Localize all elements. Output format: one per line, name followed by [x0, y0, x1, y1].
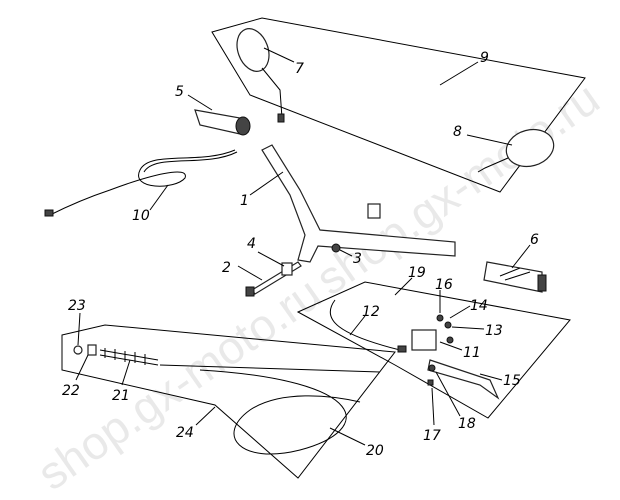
callout-20: 20: [366, 443, 384, 459]
callout-15: 15: [503, 373, 521, 389]
brake-cable-short: [329, 299, 407, 353]
callout-19: 19: [408, 265, 426, 281]
callout-9: 9: [480, 50, 489, 66]
callout-12: 12: [362, 304, 380, 320]
lever-assembly: [411, 314, 500, 400]
callout-16: 16: [435, 277, 453, 293]
callout-8: 8: [453, 124, 462, 140]
throttle-cable: [44, 149, 238, 217]
mirror-left: [236, 28, 285, 123]
cable-group-outline: [61, 324, 396, 479]
callout-24: 24: [176, 425, 194, 441]
callout-3: 3: [353, 251, 362, 267]
callout-6: 6: [530, 232, 539, 248]
callout-4: 4: [247, 236, 256, 252]
callout-18: 18: [458, 416, 476, 432]
callout-14: 14: [470, 298, 488, 314]
mirror-right: [477, 128, 555, 173]
lever-group-outline: [296, 281, 571, 419]
callouts: 1 2 3 4 5 6 7 8 9 10 11 12 13 14 15 16 1…: [62, 50, 539, 459]
callout-21: 21: [112, 388, 130, 404]
right-grip: [483, 261, 547, 293]
callout-17: 17: [423, 428, 441, 444]
callout-1: 1: [240, 193, 249, 209]
callout-22: 22: [62, 383, 80, 399]
handlebar: [261, 144, 456, 263]
main-cable: [73, 344, 381, 455]
throttle-grip: [194, 109, 251, 136]
callout-7: 7: [295, 61, 304, 77]
callout-2: 2: [222, 260, 231, 276]
callout-5: 5: [175, 84, 184, 100]
callout-23: 23: [68, 298, 86, 314]
callout-11: 11: [463, 345, 481, 361]
callout-13: 13: [485, 323, 503, 339]
callout-10: 10: [132, 208, 150, 224]
bolt: [245, 243, 341, 297]
leader-lines: [75, 47, 531, 446]
